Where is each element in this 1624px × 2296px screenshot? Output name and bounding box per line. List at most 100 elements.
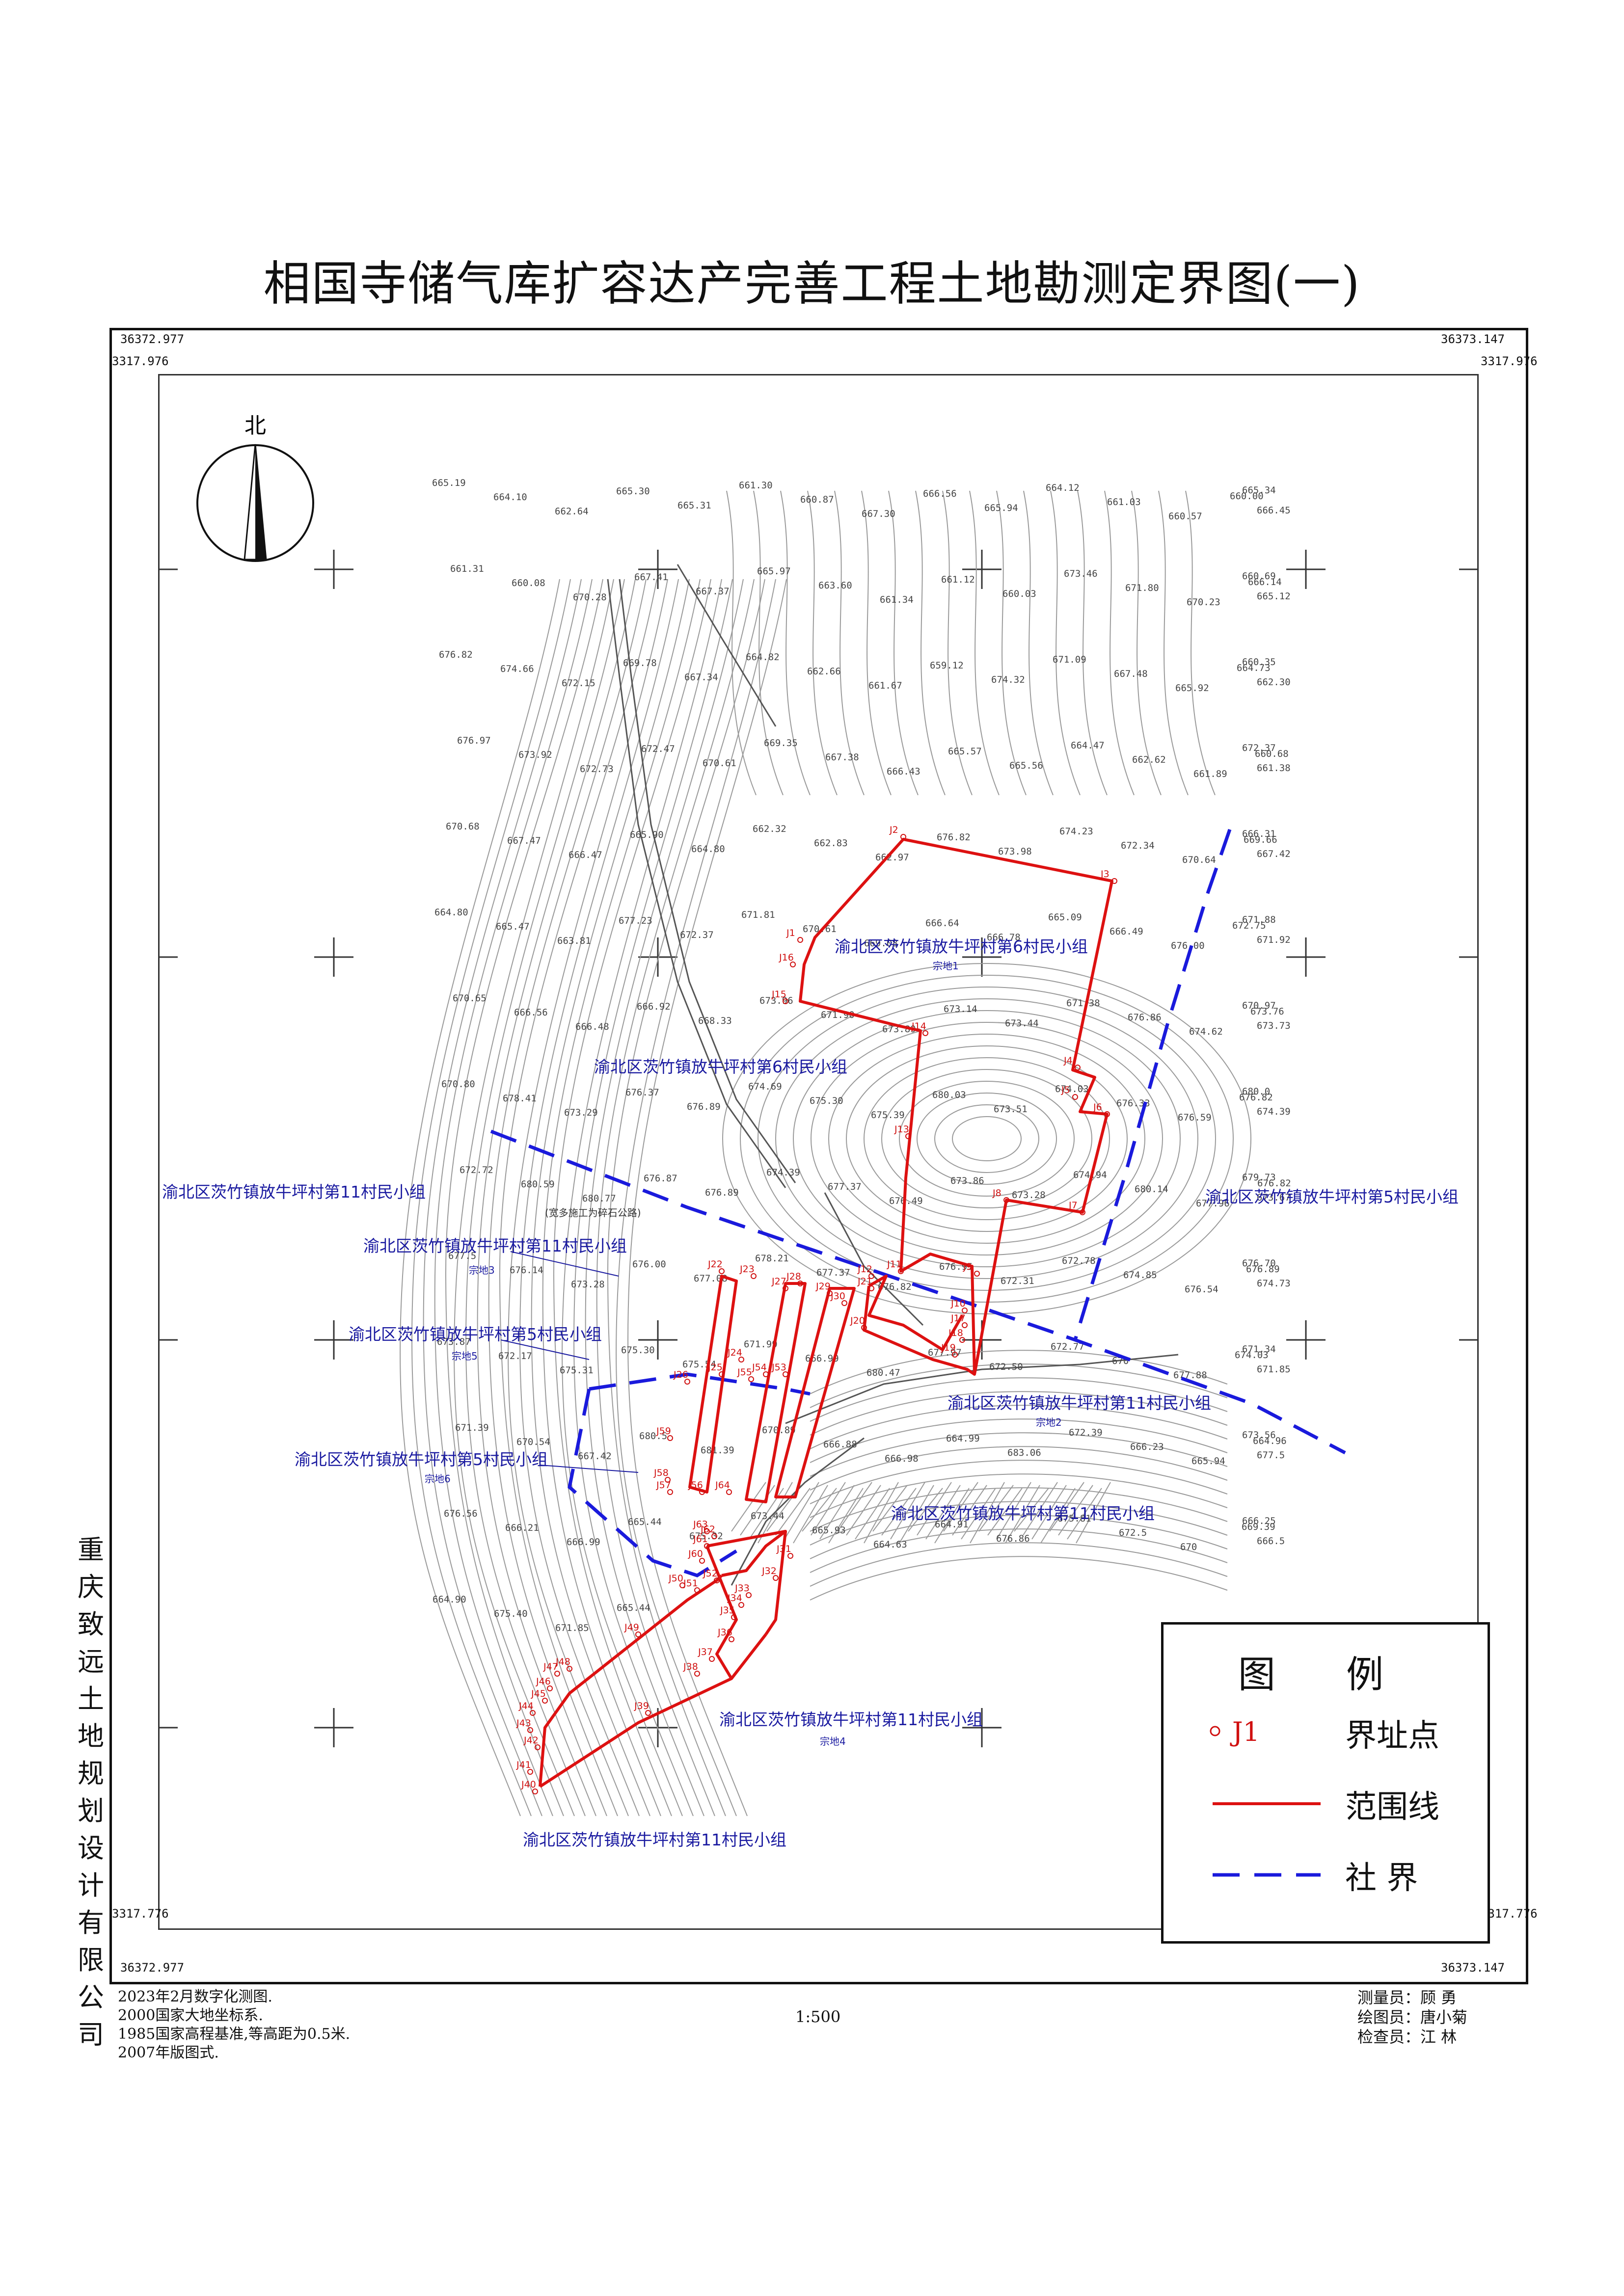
contour-line bbox=[553, 579, 711, 1816]
boundary-point-label: J37 bbox=[698, 1647, 713, 1657]
elevation-label: 675.39 bbox=[871, 1110, 905, 1121]
boundary-point-label: J29 bbox=[815, 1281, 831, 1292]
elevation-label: 665.94 bbox=[984, 503, 1018, 513]
boundary-point-marker bbox=[699, 1489, 705, 1495]
elevation-label: 669.08 bbox=[864, 938, 898, 949]
parcel-label: 宗地4 bbox=[820, 1735, 846, 1747]
elevation-label: 664.96 bbox=[1253, 1436, 1287, 1446]
contour-line bbox=[888, 490, 919, 796]
boundary-point-label: J15 bbox=[771, 989, 786, 1000]
contour-line bbox=[810, 1556, 1228, 1601]
elevation-label: 665.09 bbox=[1048, 912, 1082, 923]
map-title: 相国寺储气库扩容达产完善工程土地勘测定界图(一) bbox=[263, 256, 1361, 311]
elevation-label: 670.61 bbox=[703, 758, 736, 769]
staff-surveyor: 测量员：顾 勇 bbox=[1357, 1988, 1457, 2007]
boundary-point-label: J49 bbox=[624, 1622, 639, 1633]
elevation-label: 665.19 bbox=[432, 478, 466, 488]
elevation-label: 676.82 bbox=[1239, 1092, 1273, 1103]
boundary-point-marker bbox=[684, 1379, 690, 1385]
contour-line bbox=[942, 490, 973, 796]
contour-line bbox=[573, 579, 733, 1816]
elevation-label: 672.37 bbox=[680, 930, 714, 940]
contour-ring bbox=[775, 998, 1198, 1279]
slope-hatch bbox=[864, 1482, 899, 1544]
elevation-label: 670 bbox=[1180, 1542, 1197, 1552]
boundary-point-icon: J1 bbox=[1210, 1716, 1260, 1747]
coord-top-right-x: 36373.147 bbox=[1441, 332, 1505, 346]
elevation-label: 665.97 bbox=[757, 566, 791, 577]
elevation-label: 663.81 bbox=[557, 935, 591, 946]
boundary-point-marker bbox=[861, 1325, 867, 1331]
elevation-label: 666.99 bbox=[567, 1537, 600, 1548]
boundary-point-marker bbox=[868, 1285, 874, 1291]
coord-bottom-right-y: 3317.776 bbox=[1481, 1907, 1538, 1921]
elevation-label: 671.09 bbox=[1053, 654, 1086, 665]
boundary-point-label: J10 bbox=[950, 1298, 966, 1309]
elevation-label: 673.86 bbox=[950, 1175, 984, 1186]
elevation-label: 661.67 bbox=[868, 680, 902, 691]
boundary-point-label: J13 bbox=[894, 1124, 909, 1135]
elevation-label: 664.80 bbox=[691, 844, 725, 854]
boundary-point-label: J28 bbox=[786, 1271, 801, 1282]
boundary-point-label: J55 bbox=[737, 1367, 752, 1378]
boundary-point-label: J43 bbox=[516, 1718, 531, 1729]
contour-ring bbox=[722, 963, 1251, 1314]
footnote-line: 1985国家高程基准,等高距为0.5米. bbox=[118, 2026, 351, 2043]
slope-hatch bbox=[872, 1485, 908, 1532]
elevation-label: 673.28 bbox=[1012, 1190, 1046, 1201]
boundary-point-marker bbox=[746, 1592, 752, 1598]
contour-line bbox=[810, 1432, 1228, 1477]
boundary-point-marker bbox=[898, 1268, 904, 1274]
contour-ring bbox=[864, 1057, 1110, 1220]
boundary-point-label: J25 bbox=[707, 1362, 723, 1373]
elevation-label: 683.06 bbox=[1007, 1447, 1041, 1458]
elevation-label: 670.65 bbox=[453, 993, 487, 1004]
elevation-label: 662.64 bbox=[555, 506, 589, 517]
elevation-label: 666.48 bbox=[575, 1021, 609, 1032]
boundary-point-marker bbox=[787, 1553, 793, 1559]
elevation-label: 675.31 bbox=[560, 1365, 594, 1376]
contour-line bbox=[531, 579, 690, 1816]
elevation-label: 666.56 bbox=[923, 488, 957, 499]
boundary-point-label: J60 bbox=[688, 1548, 703, 1559]
elevation-label: 669.35 bbox=[764, 738, 798, 748]
elevation-label: 675.30 bbox=[621, 1345, 655, 1356]
elevation-label: 676.56 bbox=[444, 1508, 478, 1519]
boundary-point-marker bbox=[1104, 1111, 1110, 1117]
staff-checker: 检查员：江 林 bbox=[1357, 2028, 1457, 2046]
boundary-point-label: J47 bbox=[543, 1661, 558, 1672]
footnote-line: 2007年版图式. bbox=[118, 2044, 219, 2061]
elevation-label: 664.99 bbox=[946, 1433, 980, 1444]
boundary-point-label: J3 bbox=[1100, 869, 1110, 880]
elevation-label: 678.41 bbox=[503, 1093, 537, 1104]
slope-hatch bbox=[1014, 1488, 1049, 1532]
boundary-point-marker bbox=[729, 1636, 734, 1642]
elevation-label: 666.98 bbox=[885, 1453, 919, 1464]
elevation-label: 666.25 bbox=[1242, 1516, 1276, 1526]
elevation-label: 670.28 bbox=[573, 592, 607, 603]
elevation-label: 664.12 bbox=[1046, 482, 1080, 493]
boundary-point-label: J14 bbox=[911, 1021, 926, 1032]
slope-hatch bbox=[917, 1482, 952, 1536]
coord-bottom-right-x: 36373.147 bbox=[1441, 1961, 1505, 1975]
contour-ring bbox=[917, 1093, 1057, 1185]
boundary-point-label: J21 bbox=[857, 1276, 872, 1287]
village-label: 渝北区茨竹镇放牛坪村第11村民小组 bbox=[947, 1393, 1211, 1413]
elevation-label: 671.34 bbox=[1242, 1344, 1276, 1355]
contour-line bbox=[810, 1542, 1228, 1587]
elevation-label: 672.50 bbox=[989, 1362, 1023, 1372]
elevation-label: 662.32 bbox=[753, 824, 786, 834]
elevation-label: 673.44 bbox=[751, 1511, 785, 1522]
elevation-label: 666.23 bbox=[1130, 1442, 1164, 1452]
boundary-point-marker bbox=[959, 1337, 965, 1343]
boundary-point-marker bbox=[694, 1587, 700, 1593]
village-boundary-lines bbox=[490, 828, 1346, 1577]
slope-hatch bbox=[811, 1482, 846, 1536]
boundary-point-marker bbox=[711, 1533, 717, 1539]
boundary-point-marker bbox=[962, 1308, 968, 1313]
contour-line bbox=[810, 1473, 1228, 1518]
contour-line bbox=[915, 490, 946, 796]
elevation-label: 670.97 bbox=[1242, 1000, 1276, 1011]
boundary-point-label: J20 bbox=[850, 1315, 865, 1326]
